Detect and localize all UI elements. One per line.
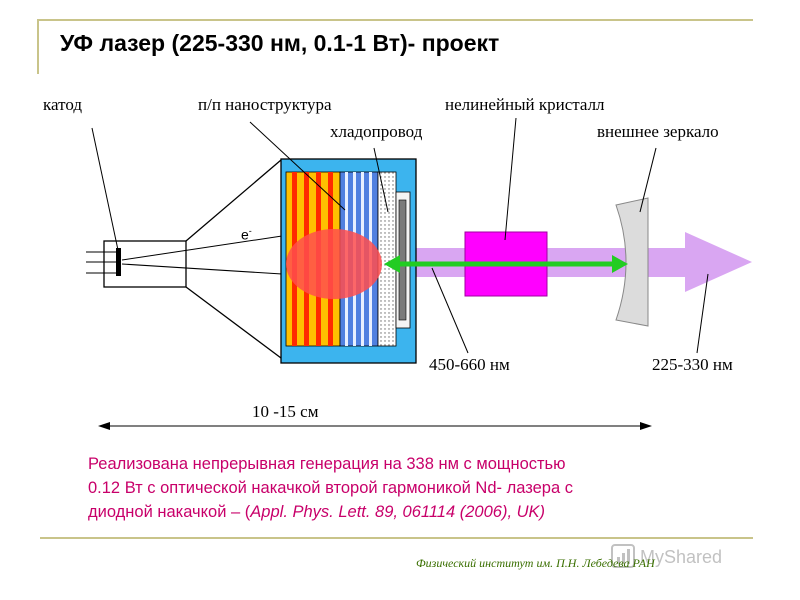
label-visible-wavelength: 450-660 нм (429, 355, 510, 374)
label-uv-wavelength: 225-330 нм (652, 355, 733, 374)
leader-visible-wl (431, 267, 469, 354)
leader-mirror (639, 147, 657, 213)
bottom-rule (40, 537, 753, 539)
slide-title: УФ лазер (225-330 нм, 0.1-1 Вт)- проект (60, 30, 500, 56)
label-electron: e- (241, 226, 252, 243)
tube-lower-edge (185, 286, 282, 359)
dimension-right-head (640, 422, 652, 430)
svg-text:MyShared: MyShared (640, 547, 722, 567)
label-heat-sink: хладопровод (330, 122, 423, 141)
note-line-3: диодной накачкой – (Appl. Phys. Lett. 89… (88, 503, 546, 521)
label-nanostructure: п/п наноструктура (198, 95, 332, 114)
cathode-element (116, 248, 121, 276)
note-paragraph: Реализована непрерывная генерация на 338… (88, 452, 728, 524)
electron-ray-1 (121, 235, 283, 261)
leader-cathode (91, 127, 119, 251)
label-mirror: внешнее зеркало (597, 122, 719, 141)
left-rule (37, 19, 39, 74)
output-window (398, 199, 407, 321)
leader-crystal (504, 117, 517, 241)
watermark-logo: MyShared (611, 544, 722, 568)
tube-upper-edge (185, 159, 282, 242)
visible-beam-right-head (612, 255, 628, 273)
electron-ray-2 (121, 263, 283, 275)
leader-uv-wl (696, 273, 709, 354)
external-mirror (615, 197, 649, 327)
note-line-1: Реализована непрерывная генерация на 338… (88, 455, 566, 473)
excitation-spot (286, 229, 382, 299)
label-length: 10 -15 см (252, 402, 319, 421)
visible-beam-left-head (384, 255, 400, 273)
leader-heat-sink (373, 147, 389, 213)
note-line-2: 0.12 Вт с оптической накачкой второй гар… (88, 479, 573, 497)
top-rule (37, 19, 753, 21)
citation: Appl. Phys. Lett. 89, 061114 (2006), UK) (250, 503, 546, 521)
leader-nanostructure (249, 121, 346, 211)
label-cathode: катод (43, 95, 82, 114)
institution-footer: Физический институт им. П.Н. Лебедева РА… (416, 556, 655, 570)
dimension-left-head (98, 422, 110, 430)
label-crystal: нелинейный кристалл (445, 95, 605, 114)
